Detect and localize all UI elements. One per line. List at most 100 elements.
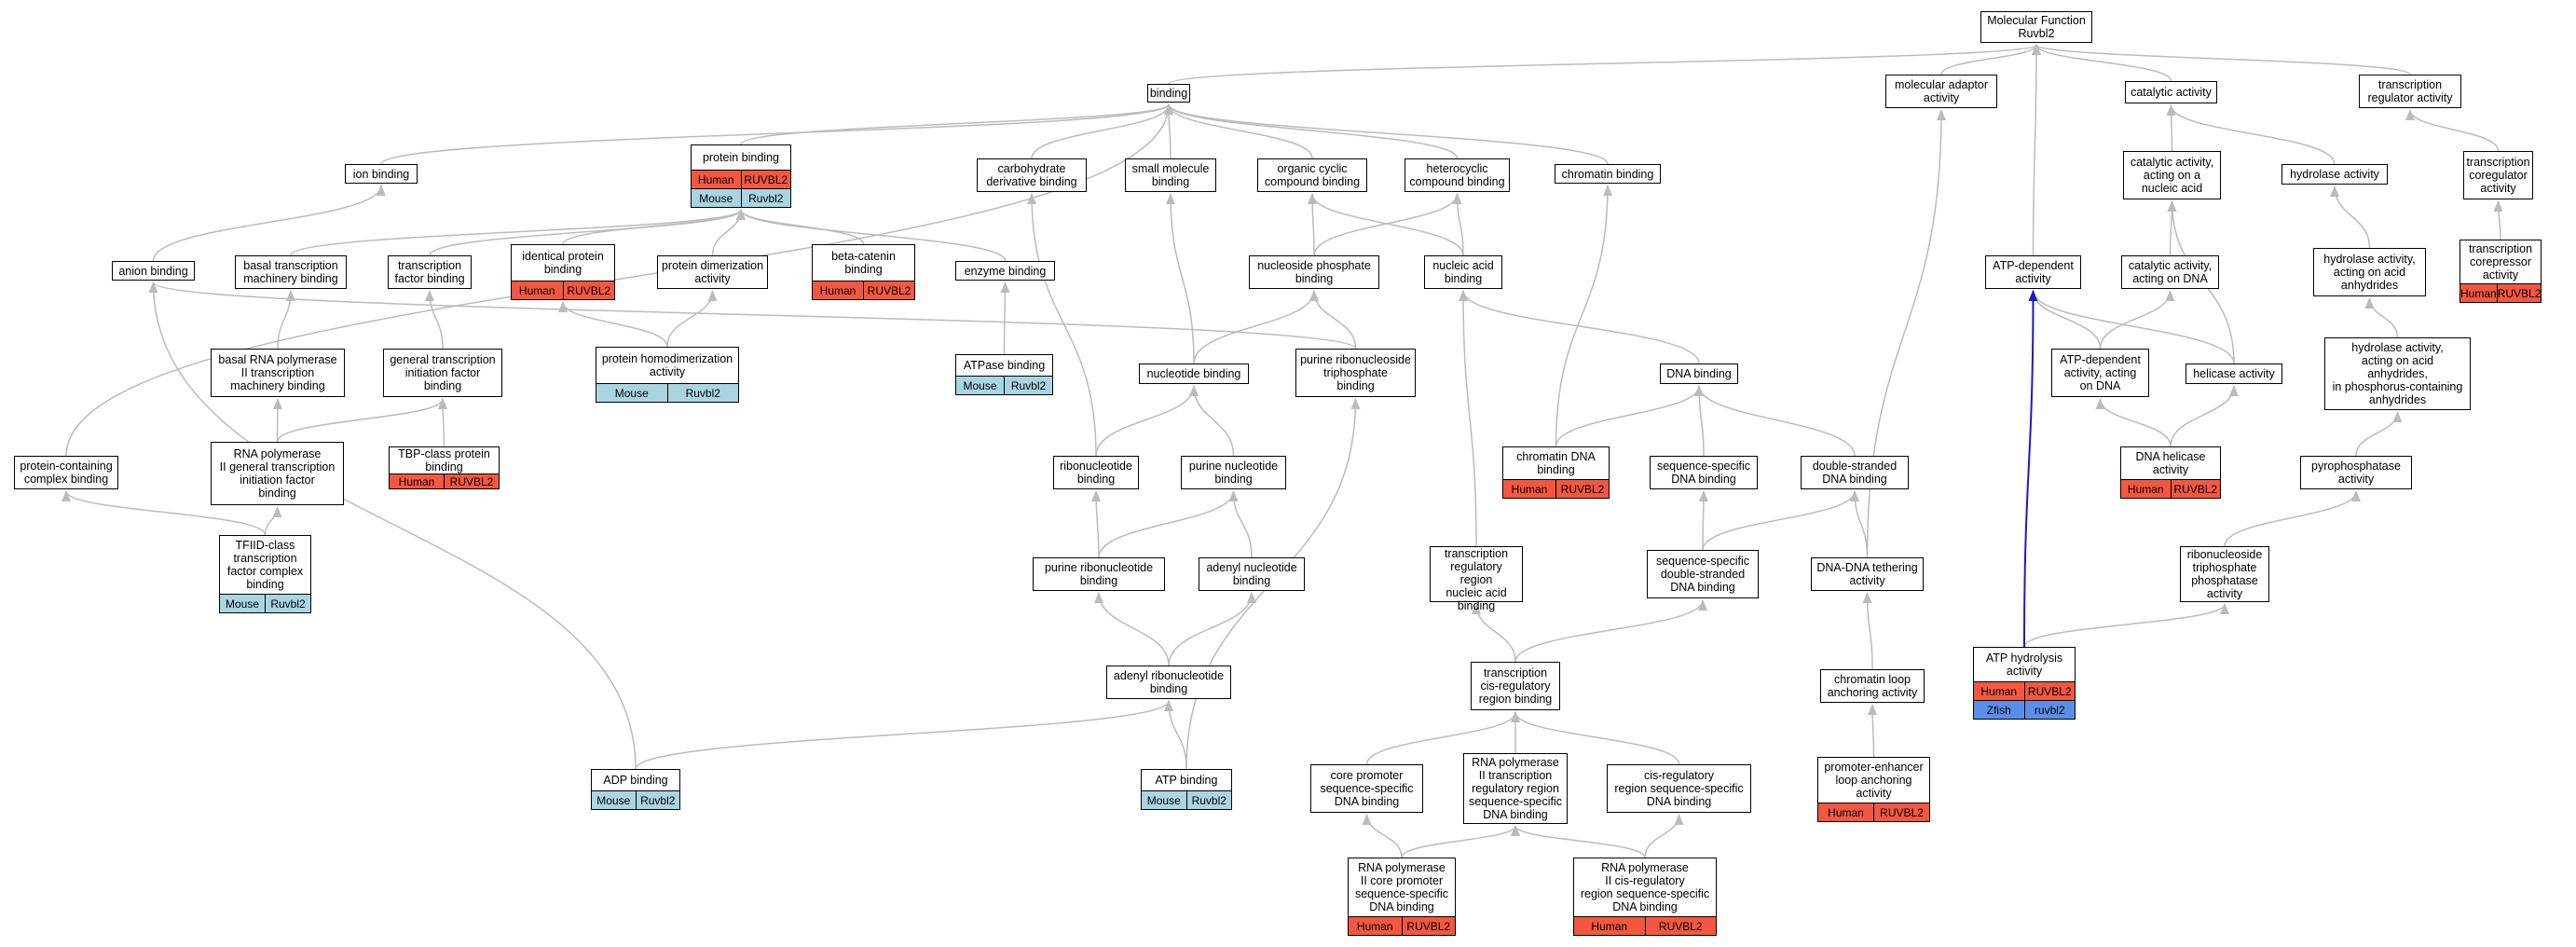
label-line: RNA polymerase [233,447,322,460]
go-term-binding[interactable]: binding [1147,84,1190,103]
label-line: TFIID-class [235,539,295,552]
go-term-hydro[interactable]: hydrolase activity [2281,164,2388,185]
label-line: protein-containing [20,460,113,473]
go-term-enzb[interactable]: enzyme binding [955,261,1055,281]
go-term-catdna[interactable]: catalytic activity,acting on DNA [2121,255,2219,289]
label-line: anhydrides [2368,393,2427,406]
label-line: ATP binding [1155,774,1218,787]
go-term-chromb[interactable]: chromatin binding [1555,164,1661,184]
go-term-nucleotb[interactable]: nucleotide binding [1139,364,1249,384]
label-line: region binding [1478,693,1553,706]
go-term-helic[interactable]: helicase activity [2185,364,2282,384]
go-term-dnab[interactable]: DNA binding [1660,364,1738,384]
go-term-ionb[interactable]: ion binding [345,164,418,184]
go-term-catalytic[interactable]: catalytic activity [2125,81,2217,103]
label-line: transcription [2377,78,2443,91]
label-line: purine ribonucleoside [1300,353,1411,366]
label-line: region sequence-specific [1580,887,1710,900]
gene-label: Ruvbl2 [1004,377,1052,394]
go-term-anion[interactable]: anion binding [112,261,195,281]
organism-label: Mouse [1146,793,1181,807]
